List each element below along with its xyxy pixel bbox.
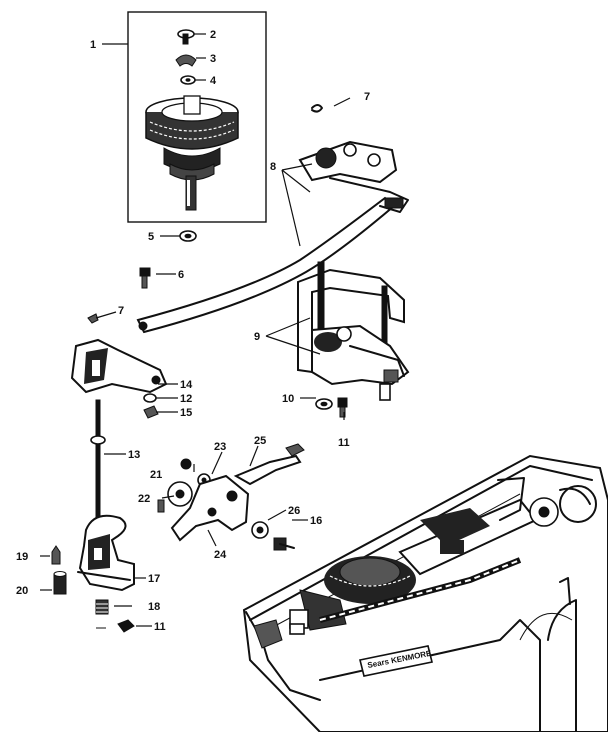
- part-11-screw-upper: [337, 397, 348, 418]
- part-7-left: [87, 313, 99, 324]
- part-26-washer: [251, 521, 269, 539]
- callout-19: 19: [16, 551, 28, 563]
- callout-26: 26: [288, 505, 300, 517]
- part-10-washer: [315, 398, 333, 410]
- part-8-connecting-arm: [136, 140, 409, 334]
- part-19-screw: [51, 545, 61, 565]
- leader-lines: [40, 33, 351, 627]
- part-12-washer: [143, 393, 157, 403]
- callout-6: 6: [178, 269, 184, 281]
- callout-20: 20: [16, 585, 28, 597]
- callout-25: 25: [254, 435, 266, 447]
- callout-21: 21: [150, 469, 162, 481]
- part-13-rod: [90, 399, 106, 519]
- callout-9: 9: [254, 331, 260, 343]
- callout-8: 8: [270, 161, 276, 173]
- machine-body: Sears KENMORE: [242, 454, 608, 732]
- part-14-bracket: [70, 338, 168, 394]
- part-21-screw: [180, 458, 192, 470]
- part-25-slide-plate: [233, 443, 305, 486]
- part-17-lever-bracket: [77, 514, 135, 592]
- callout-5: 5: [148, 231, 154, 243]
- cam-stack: [145, 95, 239, 211]
- callout-10: 10: [282, 393, 294, 405]
- callout-labels: 1 2 3 4 5 6 7 7 8 9 10 11 14 12 15 13 23…: [16, 29, 370, 633]
- callout-11-lower: 11: [154, 621, 166, 633]
- cam-assembly-group: [127, 11, 267, 223]
- callout-2: 2: [210, 29, 216, 41]
- callout-1: 1: [90, 39, 96, 51]
- part-6-screw: [139, 267, 151, 289]
- callout-18: 18: [148, 601, 160, 613]
- callout-15: 15: [180, 407, 192, 419]
- part-7-right: [311, 104, 323, 113]
- part-11-screw-lower: [96, 619, 135, 633]
- callout-24: 24: [214, 549, 227, 561]
- part-3-clip: [175, 54, 197, 67]
- part-16-screw: [273, 537, 295, 551]
- callout-3: 3: [210, 53, 216, 65]
- part-24-lever: [170, 474, 250, 542]
- callout-7-right: 7: [364, 91, 370, 103]
- part-22-cam: [157, 481, 193, 513]
- callout-22: 22: [138, 493, 150, 505]
- part-18-spring: [95, 599, 109, 615]
- cam-assembly-box: [127, 11, 267, 223]
- callout-4: 4: [210, 75, 217, 87]
- part-15-screw: [143, 405, 159, 419]
- callout-14: 14: [180, 379, 193, 391]
- callout-7-left: 7: [118, 305, 124, 317]
- part-9-frame-bracket: [297, 261, 410, 401]
- part-20-sleeve: [53, 571, 67, 595]
- callout-13: 13: [128, 449, 140, 461]
- callout-11-upper: 11: [338, 437, 350, 449]
- part-2-screw: [177, 29, 195, 45]
- part-4-washer: [180, 75, 196, 85]
- callout-16: 16: [310, 515, 322, 527]
- callout-12: 12: [180, 393, 192, 405]
- callout-23: 23: [214, 441, 226, 453]
- callout-17: 17: [148, 573, 160, 585]
- part-5-washer: [179, 230, 197, 242]
